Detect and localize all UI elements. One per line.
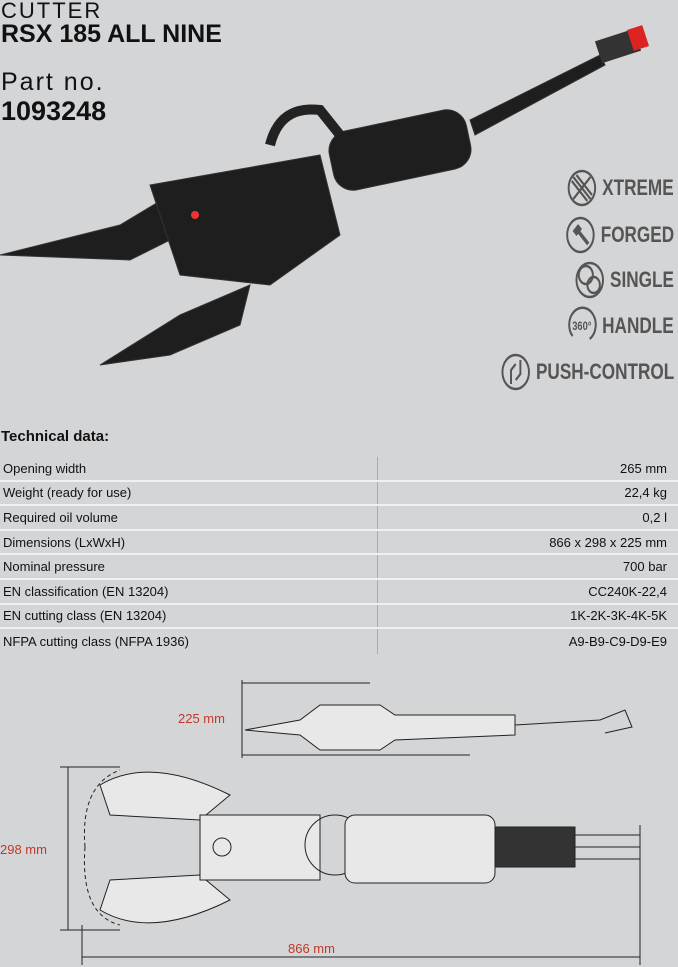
feature-label: PUSH-CONTROL [535, 359, 674, 384]
table-row: EN cutting class (EN 13204) 1K-2K-3K-4K-5… [0, 604, 678, 630]
svg-text:360°: 360° [573, 320, 592, 333]
part-label: Part no. [1, 68, 105, 96]
row-label: Weight (ready for use) [0, 481, 378, 505]
feature-forged: FORGED [565, 215, 674, 255]
feature-label: SINGLE [610, 267, 674, 292]
length-dimension: 866 mm [288, 941, 335, 956]
feature-handle: 360° HANDLE [567, 306, 674, 346]
feature-xtreme: XTREME [567, 168, 674, 208]
row-label: EN classification (EN 13204) [0, 579, 378, 603]
row-value: A9-B9-C9-D9-E9 [568, 633, 667, 649]
single-circles-icon [575, 261, 605, 299]
table-row: Nominal pressure 700 bar [0, 555, 678, 580]
feature-label: FORGED [600, 222, 674, 247]
row-value: 265 mm [620, 460, 667, 476]
row-label: Required oil volume [0, 506, 378, 529]
row-label: EN cutting class (EN 13204) [0, 604, 378, 628]
part-number: 1093248 [1, 96, 107, 126]
table-row: EN classification (EN 13204) CC240K-22,4 [0, 579, 678, 605]
product-name: RSX 185 ALL NINE [1, 20, 222, 48]
row-label: NFPA cutting class (NFPA 1936) [0, 629, 378, 654]
row-label: Dimensions (LxWxH) [0, 530, 378, 554]
row-value: 1K-2K-3K-4K-5K [570, 608, 667, 624]
feature-push-control: PUSH-CONTROL [500, 352, 674, 392]
row-value: 0,2 l [642, 509, 667, 525]
technical-data-title: Technical data: [1, 428, 110, 445]
hammer-icon [566, 216, 595, 254]
width-dimension: 298 mm [0, 842, 47, 857]
push-control-icon [501, 353, 530, 391]
row-value: CC240K-22,4 [588, 583, 667, 599]
table-row: Required oil volume 0,2 l [0, 506, 678, 531]
table-row: Dimensions (LxWxH) 866 x 298 x 225 mm [0, 530, 678, 556]
row-label: Opening width [0, 457, 378, 480]
product-image [0, 25, 650, 366]
rotate-360-icon: 360° [568, 306, 598, 341]
dimension-drawing: 225 mm 298 mm 866 mm [0, 680, 641, 965]
row-label: Nominal pressure [0, 555, 378, 578]
feature-label: HANDLE [602, 313, 674, 338]
row-value: 866 x 298 x 225 mm [549, 534, 667, 550]
product-type: CUTTER [1, 0, 103, 23]
feature-single: SINGLE [574, 260, 674, 300]
table-row: NFPA cutting class (NFPA 1936) A9-B9-C9-D… [0, 629, 678, 654]
table-row: Opening width 265 mm [0, 457, 678, 482]
technical-data-table: Opening width 265 mm Weight (ready for use… [0, 457, 678, 654]
table-row: Weight (ready for use) 22,4 kg [0, 481, 678, 507]
row-value: 22,4 kg [624, 485, 667, 501]
xtreme-icon [567, 169, 597, 207]
height-dimension: 225 mm [178, 711, 225, 726]
row-value: 700 bar [622, 559, 667, 575]
feature-label: XTREME [602, 175, 674, 200]
